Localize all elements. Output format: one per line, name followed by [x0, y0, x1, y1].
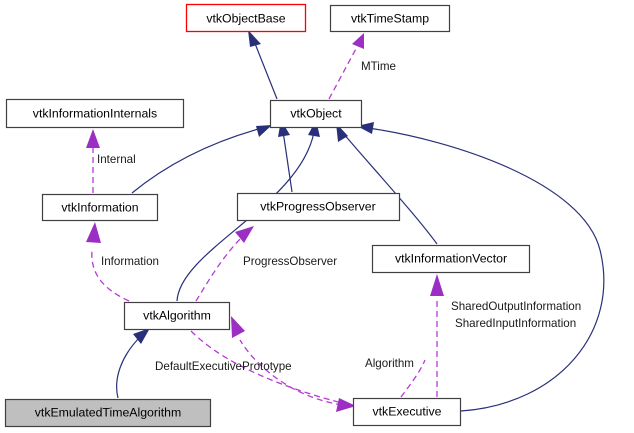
node-label-vtktimestamp: vtkTimeStamp: [351, 11, 429, 25]
node-vtkemulatedtimealgorithm[interactable]: vtkEmulatedTimeAlgorithm: [4, 398, 212, 428]
edge-shared-stub: [400, 359, 426, 398]
edge-label-progressobserver: ProgressObserver: [243, 255, 337, 268]
association-edges: [86, 33, 444, 412]
node-label-vtkexecutive: vtkExecutive: [372, 404, 441, 418]
node-label-vtkalgorithm: vtkAlgorithm: [143, 308, 211, 322]
node-vtktimestamp[interactable]: vtkTimeStamp: [329, 4, 451, 33]
edge-label-algorithm: Algorithm: [365, 357, 414, 370]
edge-label-internal: Internal: [97, 153, 136, 166]
node-label-vtkemulatedtimealgorithm: vtkEmulatedTimeAlgorithm: [35, 405, 181, 419]
edge-label-mtime: MTime: [361, 60, 396, 73]
inheritance-edges: [116, 30, 605, 412]
node-vtkinformationvector[interactable]: vtkInformationVector: [371, 244, 531, 274]
edge-vtkprogressobserver-to-vtkobject: [278, 120, 293, 193]
edge-mtime: [328, 33, 364, 100]
edge-label-defaultexecutiveprototype: DefaultExecutivePrototype: [155, 360, 292, 373]
node-label-vtkobject: vtkObject: [290, 106, 342, 120]
node-vtkexecutive[interactable]: vtkExecutive: [352, 397, 462, 427]
node-vtkinformation[interactable]: vtkInformation: [41, 193, 159, 222]
edge-algorithm: [190, 330, 356, 412]
node-label-vtkinformationinternals: vtkInformationInternals: [33, 106, 157, 120]
node-label-vtkobjectbase: vtkObjectBase: [206, 11, 285, 25]
node-vtkobjectbase[interactable]: vtkObjectBase: [185, 3, 307, 33]
edge-vtkinformation-to-vtkobject: [131, 125, 272, 194]
edge-progressobserver: [195, 226, 254, 302]
edge-defaultexecutiveprototype: [231, 316, 353, 407]
edge-label-sharedoutputinformation: SharedOutputInformation: [451, 300, 581, 313]
edge-sharedinformation: [430, 274, 444, 397]
node-vtkalgorithm[interactable]: vtkAlgorithm: [123, 301, 231, 331]
edge-information: [86, 222, 130, 302]
nodes: vtkObjectBase vtkTimeStamp vtkInformatio…: [4, 3, 531, 428]
edge-label-information: Information: [101, 255, 159, 268]
node-label-vtkinformation: vtkInformation: [61, 200, 138, 214]
edge-internal: [86, 129, 100, 193]
node-vtkprogressobserver[interactable]: vtkProgressObserver: [236, 192, 401, 222]
node-vtkinformationinternals[interactable]: vtkInformationInternals: [5, 98, 185, 129]
node-label-vtkprogressobserver: vtkProgressObserver: [260, 199, 376, 213]
node-label-vtkinformationvector: vtkInformationVector: [395, 251, 507, 265]
edge-vtkobject-to-vtkobjectbase: [248, 30, 278, 100]
edge-label-sharedinputinformation: SharedInputInformation: [455, 317, 576, 330]
edge-vtkinformationvector-to-vtkobject: [336, 123, 438, 245]
edge-labels: MTime Internal Information ProgressObser…: [97, 60, 581, 373]
edge-vtkemulatedtimealgorithm-to-vtkalgorithm: [116, 328, 150, 399]
node-vtkobject[interactable]: vtkObject: [269, 99, 363, 129]
